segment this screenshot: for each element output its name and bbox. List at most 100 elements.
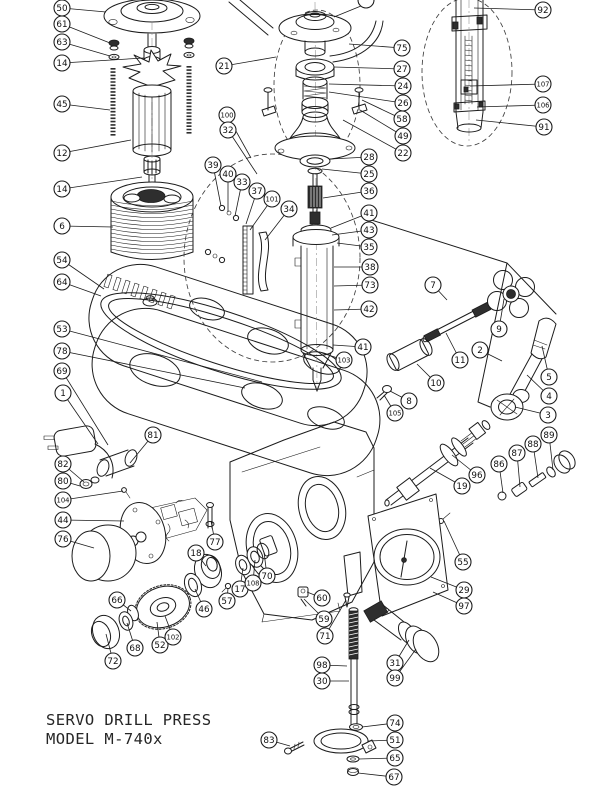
feed-pinion-shaft: [384, 420, 491, 507]
leader-line: [475, 119, 545, 128]
balloon-circle: [468, 466, 486, 484]
leader-line: [61, 57, 145, 64]
balloon-number: 2: [477, 346, 483, 356]
title-line1: SERVO DRILL PRESS: [46, 711, 211, 729]
belt-guard-plate: [88, 263, 368, 427]
spindle-pulley-assembly: [261, 1, 384, 393]
callout-66: 66: [108, 591, 132, 612]
balloon-circle: [534, 1, 552, 19]
balloon-circle: [53, 362, 71, 380]
balloon-number: 64: [56, 278, 68, 288]
balloon-circle: [54, 530, 72, 548]
balloon-number: 60: [316, 594, 328, 604]
column-subassembly-boundary: [421, 0, 513, 147]
leader-line: [62, 490, 124, 501]
balloon-circle: [424, 276, 442, 294]
balloon-circle: [53, 15, 71, 33]
callout-18: 18: [187, 544, 207, 567]
balloon-number: 22: [397, 149, 408, 159]
balloon-number: 49: [397, 132, 408, 142]
balloon-circle: [316, 627, 334, 645]
balloon-circle: [360, 300, 378, 318]
balloon-circle: [361, 276, 379, 294]
callout-77: 77: [206, 520, 224, 551]
balloon-number: 102: [167, 634, 180, 642]
cutoff-edge-lines: [228, 0, 274, 36]
balloon-number: 83: [263, 736, 274, 746]
balloon-circle: [534, 75, 552, 93]
title-block: SERVO DRILL PRESS MODEL M-740x: [46, 711, 211, 748]
balloon-circle: [215, 57, 233, 75]
callout-34: 34: [264, 200, 298, 241]
callout-58: 58: [361, 99, 411, 128]
balloon-circle: [386, 714, 404, 732]
balloon-number: 14: [56, 59, 68, 69]
balloon-number: 24: [397, 82, 409, 92]
spring-coils: [303, 85, 327, 99]
callout-88: 88: [524, 435, 542, 479]
balloon-circle: [54, 455, 72, 473]
balloon-circle: [393, 110, 411, 128]
callout-14: 14: [53, 54, 145, 72]
callout-33: 33: [233, 173, 251, 217]
balloon-number: 26: [397, 99, 409, 109]
balloon-circle: [386, 749, 404, 767]
callout-63: 63: [53, 33, 111, 57]
balloon-number: 50: [56, 4, 68, 14]
callout-41: 41: [330, 204, 378, 229]
balloon-circle: [258, 567, 276, 585]
balloon-circle: [108, 591, 126, 609]
callout-52: 52: [151, 621, 169, 654]
balloon-number: 69: [56, 367, 67, 377]
armature: [122, 22, 182, 196]
leader-line: [62, 392, 99, 445]
balloon-circle: [144, 426, 162, 444]
hex-bolt: [376, 385, 392, 401]
balloon-number: 21: [218, 62, 229, 72]
callout-25: 25: [321, 165, 378, 183]
callout-22: 22: [342, 119, 412, 162]
balloon-circle: [204, 156, 222, 174]
balloon-circle: [233, 173, 251, 191]
balloon-number: 96: [471, 471, 483, 481]
balloon-number: 98: [316, 661, 327, 671]
motor-pulley-stack: [90, 535, 278, 650]
callout-49: 49: [359, 109, 412, 145]
quill-subassembly-boundary: [183, 153, 361, 363]
callout-layer: 5061631445121465464537869182801044476812…: [53, 0, 558, 786]
callout-101: 101: [249, 190, 281, 231]
balloon-number: 37: [251, 187, 262, 197]
power-plug: [53, 425, 97, 457]
balloon-number: 46: [198, 605, 210, 615]
balloon-circle: [206, 533, 224, 551]
balloon-circle: [360, 238, 378, 256]
leader-line: [61, 370, 109, 446]
callout-2: 2: [471, 341, 503, 362]
balloon-circle: [490, 320, 508, 338]
balloon-circle: [164, 628, 182, 646]
balloon-circle: [54, 511, 72, 529]
callout-57: 57: [218, 587, 236, 610]
balloon-number: 89: [543, 431, 554, 441]
power-cord: [94, 443, 114, 479]
title-line2: MODEL M-740x: [46, 730, 163, 748]
callout-46: 46: [194, 588, 213, 618]
brush-cap-fasteners: [108, 37, 195, 61]
balloon-number: 80: [57, 477, 69, 487]
leader-line: [342, 119, 404, 154]
callout-83: 83: [260, 731, 291, 749]
balloon-circle: [455, 597, 473, 615]
callout-24: 24: [328, 77, 412, 95]
balloon-number: 68: [129, 644, 140, 654]
balloon-circle: [104, 652, 122, 670]
balloon-number: 5: [546, 373, 552, 383]
balloon-number: 35: [363, 243, 374, 253]
balloon-circle: [394, 144, 412, 162]
balloon-number: 12: [56, 149, 67, 159]
balloon-number: 100: [221, 112, 234, 120]
balloon-circle: [219, 121, 237, 139]
balloon-number: 78: [56, 347, 67, 357]
balloon-circle: [53, 320, 71, 338]
callout-26: 26: [328, 91, 412, 112]
callout-61: 61: [53, 15, 111, 44]
